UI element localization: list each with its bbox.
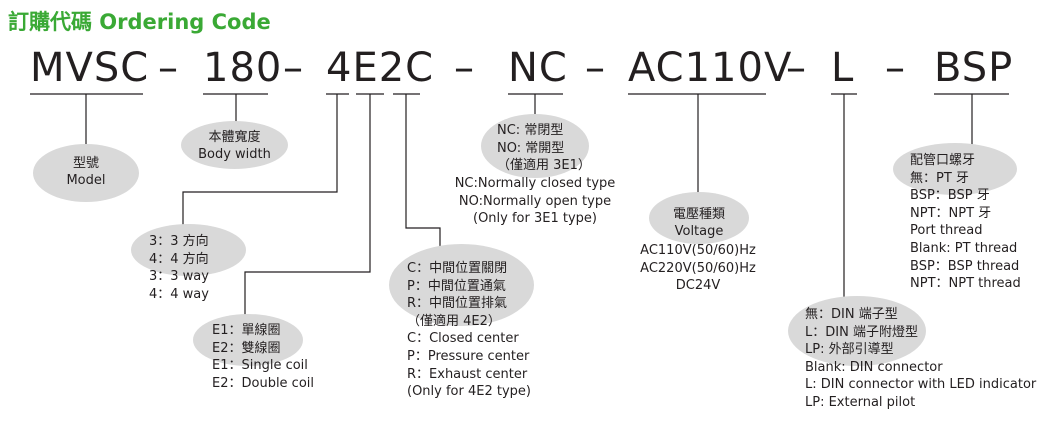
connector-desc-item: Blank: DIN connector [805, 359, 943, 375]
thread-desc-item: Blank: PT thread [910, 240, 1018, 256]
nc-desc-item: NO:Normally open type [458, 193, 612, 209]
voltage-bubble-text: 電壓種類 Voltage [649, 206, 749, 240]
voltage-item: AC110V(50/60)Hz [640, 243, 756, 258]
connector-bubble-text: 無：DIN 端子型 L：DIN 端子附燈型 LP: 外部引導型 Blank: D… [805, 306, 1036, 412]
connector-item: L：DIN 端子附燈型 [805, 324, 918, 340]
body-width-bubble [181, 121, 288, 169]
thread-desc-item: Port thread [910, 223, 983, 239]
center-item: P：中間位置通氣 [407, 278, 506, 294]
coil-item: E2：雙線圈 [212, 340, 281, 356]
code-nc-no: NC [508, 45, 568, 91]
thread-desc-item: NPT：NPT thread [910, 276, 1021, 292]
coil-item: E2：Double coil [212, 375, 315, 391]
nc-item: （僅適用 3E1） [497, 158, 591, 174]
code-valve-type: 4E2C [326, 45, 435, 91]
body-width-label-en: Body width [198, 147, 271, 162]
nc-item: NO: 常開型 [497, 140, 565, 156]
center-item: P：Pressure center [407, 348, 530, 364]
coil-item: E1：Single coil [212, 358, 308, 374]
thread-bubble [893, 143, 1017, 195]
ways-item: 4：4 方向 [149, 251, 209, 267]
code-port-thread: BSP [934, 45, 1014, 91]
center-item: C：中間位置關閉 [407, 261, 508, 276]
ways-item: 3：3 方向 [149, 234, 209, 249]
voltage-bubble [649, 192, 749, 244]
center-item: R：中間位置排氣 [407, 296, 508, 312]
ways-bubble [131, 224, 246, 276]
center-bubble [389, 244, 534, 326]
voltage-label-en: Voltage [674, 224, 724, 239]
code-voltage: AC110V [628, 45, 793, 91]
thread-desc-item: NPT：NPT 牙 [910, 205, 992, 221]
code-dash: – [158, 45, 179, 91]
center-item: （僅適用 4E2） [407, 313, 501, 329]
connector-item: LP: 外部引導型 [805, 342, 894, 358]
model-bubble-text: 型號 Model [33, 155, 139, 189]
nc-bubble-text: NC: 常閉型 NO: 常開型 （僅適用 3E1） [497, 122, 591, 175]
thread-desc-item: BSP：BSP 牙 [910, 188, 990, 204]
ways-item: 4：4 way [149, 286, 209, 302]
coil-item: E1：單線圈 [212, 323, 281, 338]
body-width-bubble-text: 本體寬度 Body width [181, 129, 288, 163]
nc-description: NC:Normally closed type NO:Normally open… [446, 175, 624, 228]
coil-list: E1：單線圈 E2：雙線圈 E1：Single coil E2：Double c… [212, 322, 314, 392]
code-body-width: 180 [203, 45, 283, 91]
code-dash: – [786, 45, 807, 91]
center-item: (Only for 4E2 type) [407, 384, 531, 400]
nc-desc-item: NC:Normally closed type [454, 176, 616, 191]
center-item: C：Closed center [407, 331, 519, 347]
voltage-label-zh: 電壓種類 [672, 207, 725, 222]
voltage-item: DC24V [675, 278, 721, 294]
model-label-zh: 型號 [72, 156, 99, 171]
leader-ways [182, 94, 338, 228]
leader-center [405, 94, 441, 248]
code-dash: – [283, 45, 304, 91]
nc-bubble [481, 114, 589, 178]
leader-coil [244, 94, 371, 318]
thread-item: 無：PT 牙 [910, 170, 969, 186]
center-item: R：Exhaust center [407, 366, 528, 382]
thread-bubble-text: 配管口螺牙 無：PT 牙 BSP：BSP 牙 NPT：NPT 牙 Port th… [910, 152, 1021, 293]
model-label-en: Model [66, 173, 106, 188]
code-dash: – [885, 45, 906, 91]
voltage-item: AC220V(50/60)Hz [640, 260, 756, 276]
connector-desc-item: LP: External pilot [805, 394, 916, 410]
center-list: C：中間位置關閉 P：中間位置通氣 R：中間位置排氣 （僅適用 4E2） C：C… [407, 260, 531, 401]
connector-item: 無：DIN 端子型 [805, 307, 898, 322]
voltage-list: AC110V(50/60)Hz AC220V(50/60)Hz DC24V [632, 242, 764, 295]
thread-item: 配管口螺牙 [910, 153, 976, 168]
ways-item: 3：3 way [149, 269, 209, 285]
code-dash: – [585, 45, 606, 91]
code-connector: L [831, 45, 855, 91]
nc-desc-item: (Only for 3E1 type) [473, 211, 597, 227]
connector-bubble [788, 296, 926, 366]
thread-desc-item: BSP：BSP thread [910, 258, 1020, 274]
nc-item: NC: 常閉型 [497, 123, 564, 138]
connector-desc-item: L: DIN connector with LED indicator [805, 377, 1037, 393]
model-bubble [33, 144, 139, 202]
ways-list: 3：3 方向 4：4 方向 3：3 way 4：4 way [149, 233, 209, 303]
code-dash: – [454, 45, 475, 91]
coil-bubble [193, 314, 303, 366]
body-width-label-zh: 本體寬度 [208, 130, 261, 145]
page-title: 訂購代碼 Ordering Code [8, 10, 271, 34]
code-model: MVSC [30, 45, 150, 91]
